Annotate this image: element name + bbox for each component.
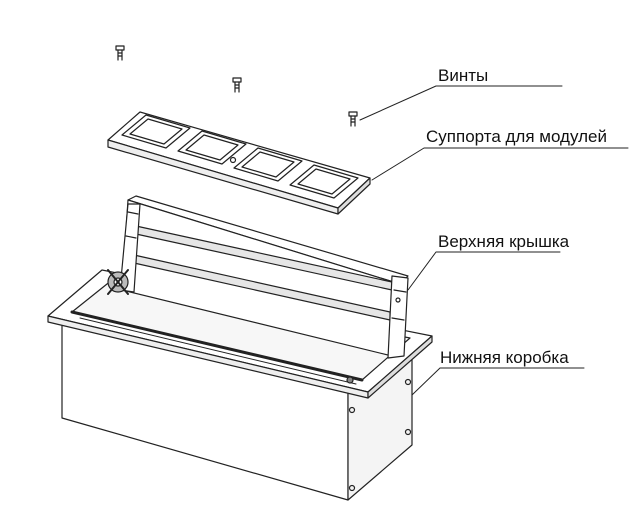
label-screws: Винты xyxy=(438,66,489,85)
module-window xyxy=(289,164,359,199)
label-lower-box: Нижняя коробка xyxy=(440,348,569,367)
upper-cover xyxy=(107,195,409,384)
leader-upper-cover xyxy=(407,251,561,291)
module-window xyxy=(177,130,247,165)
module-window xyxy=(121,114,191,149)
left-hinge xyxy=(119,203,141,293)
gear-icon xyxy=(107,269,129,295)
module-window xyxy=(233,147,303,182)
leader-supports xyxy=(371,147,629,181)
screw-icon xyxy=(115,45,125,61)
leader-lines xyxy=(359,85,629,396)
top-flange xyxy=(47,269,433,399)
screws-group xyxy=(115,45,358,127)
module-support-frame xyxy=(107,111,371,215)
label-module-supports: Суппорта для модулей xyxy=(426,127,607,146)
screw-icon xyxy=(232,77,242,93)
leader-lower-box xyxy=(411,367,585,396)
screw-icon xyxy=(348,111,358,127)
label-upper-cover: Верхняя крышка xyxy=(438,232,570,251)
leader-screws xyxy=(359,85,563,121)
right-hinge xyxy=(387,275,409,359)
